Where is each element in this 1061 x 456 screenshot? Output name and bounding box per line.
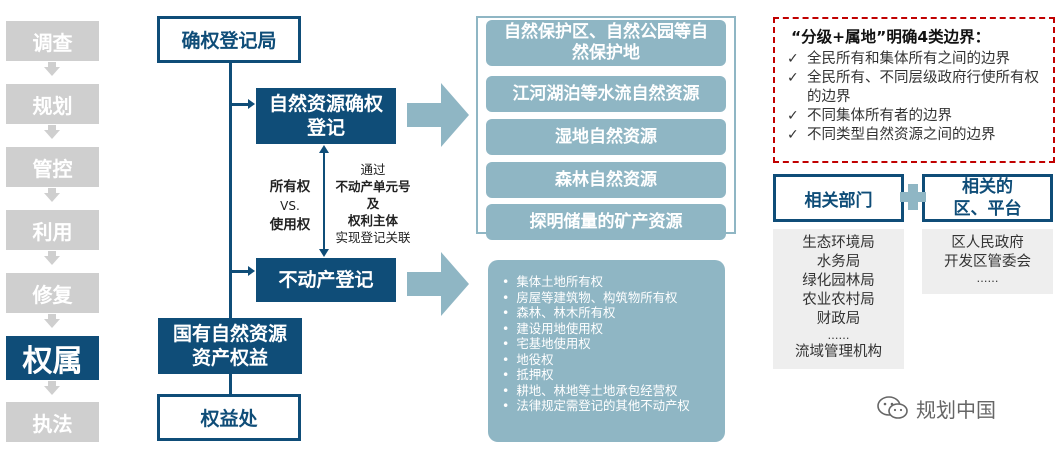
- big-arrow-right-icon: [407, 252, 469, 316]
- list-item: 财政局: [816, 311, 861, 327]
- list-item: 集体土地所有权: [502, 274, 725, 290]
- arrow-up-icon: [319, 145, 329, 153]
- districts-list: 区人民政府 开发区管委会 ……: [922, 229, 1053, 294]
- departments-list: 生态环境局 水务局 绿化园林局 农业农村局 财政局 …… 流域管理机构: [773, 229, 904, 369]
- list-item: 法律规定需登记的其他不动产权: [502, 398, 725, 414]
- boundaries-box: “分级+属地”明确4类边界： 全民所有和集体所有之间的边界 全民所有、不同层级政…: [773, 17, 1055, 163]
- list-item: 抵押权: [502, 367, 725, 383]
- list-item: 区人民政府: [951, 235, 1024, 251]
- natural-item-minerals: 探明储量的矿产资源: [486, 204, 726, 240]
- real-estate-registration-box: 不动产登记: [256, 258, 396, 302]
- ownership-vs-use-label: 所有权 VS. 使用权: [269, 179, 311, 233]
- list-item: 农业农村局: [802, 292, 875, 308]
- boundary-item: 不同集体所有者的边界: [785, 107, 1045, 126]
- watermark: 规划中国: [876, 394, 996, 422]
- list-item: 森林、林木所有权: [502, 305, 725, 321]
- boundary-item: 不同类型自然资源之间的边界: [785, 126, 1045, 145]
- natural-resource-registration-box: 自然资源确权登记: [256, 88, 396, 144]
- step-planning: 规划: [6, 84, 99, 124]
- related-departments-box: 相关部门: [773, 174, 904, 222]
- list-item: 房屋等建筑物、构筑物所有权: [502, 290, 725, 306]
- boundaries-title: “分级+属地”明确4类边界：: [791, 28, 991, 46]
- real-estate-rights-panel: 集体土地所有权 房屋等建筑物、构筑物所有权 森林、林木所有权 建设用地使用权 宅…: [488, 260, 725, 442]
- big-arrow-right-icon: [407, 83, 469, 147]
- down-arrow-icon: [44, 67, 60, 76]
- list-item: 水务局: [816, 254, 861, 270]
- arrow-right-icon: [248, 266, 255, 276]
- connector-line: [229, 63, 232, 318]
- wechat-icon: [877, 396, 908, 419]
- natural-item-forest: 森林自然资源: [486, 162, 726, 198]
- down-arrow-icon: [44, 319, 60, 328]
- list-item: 绿化园林局: [802, 273, 875, 289]
- step-ownership-active: 权属: [6, 336, 99, 380]
- down-arrow-icon: [44, 130, 60, 139]
- connector-line: [229, 374, 232, 394]
- down-arrow-icon: [44, 193, 60, 202]
- list-item: ……: [827, 329, 850, 342]
- arrow-right-icon: [248, 99, 255, 109]
- list-item: 地役权: [502, 352, 725, 368]
- natural-item-protected-areas: 自然保护区、自然公园等自然保护地: [486, 20, 726, 66]
- step-use: 利用: [6, 210, 99, 250]
- step-enforcement: 执法: [6, 402, 99, 442]
- list-item: 生态环境局: [802, 235, 875, 251]
- link-line: [323, 152, 325, 250]
- natural-item-water: 江河湖泊等水流自然资源: [486, 76, 726, 112]
- natural-item-wetland: 湿地自然资源: [486, 119, 726, 155]
- down-arrow-icon: [44, 256, 60, 265]
- plus-icon: [908, 184, 918, 210]
- registration-link-label: 通过 不动产单元号 及 权利主体 实现登记关联: [335, 162, 411, 245]
- list-item: ……: [976, 272, 999, 285]
- list-item: 流域管理机构: [795, 344, 882, 360]
- connector-line: [231, 103, 251, 106]
- step-survey: 调查: [6, 21, 99, 61]
- down-arrow-icon: [44, 386, 60, 395]
- connector-line: [231, 270, 251, 273]
- step-restore: 修复: [6, 273, 99, 313]
- boundary-item: 全民所有和集体所有之间的边界: [785, 50, 1045, 69]
- registry-bureau-box: 确权登记局: [157, 16, 301, 63]
- boundary-item: 全民所有、不同层级政府行使所有权的边界: [785, 69, 1045, 107]
- step-control: 管控: [6, 147, 99, 187]
- related-districts-box: 相关的区、平台: [922, 174, 1053, 222]
- arrow-down-icon: [319, 249, 329, 257]
- list-item: 开发区管委会: [944, 254, 1031, 270]
- list-item: 宅基地使用权: [502, 336, 725, 352]
- rights-office-box: 权益处: [157, 394, 301, 441]
- list-item: 耕地、林地等土地承包经营权: [502, 383, 725, 399]
- list-item: 建设用地使用权: [502, 321, 725, 337]
- state-asset-box: 国有自然资源资产权益: [158, 318, 302, 374]
